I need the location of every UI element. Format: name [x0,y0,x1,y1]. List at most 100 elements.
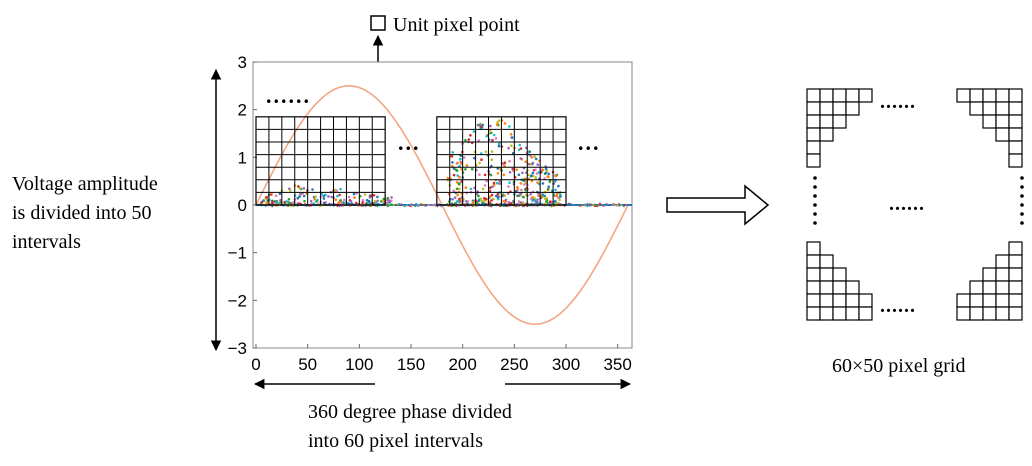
pixel-cell [806,88,821,103]
discharge-point [279,201,282,204]
discharge-point [491,185,494,189]
discharge-point [488,201,492,204]
discharge-point [463,156,466,159]
ellipsis-dot [813,194,817,198]
discharge-point [480,199,484,203]
discharge-point [489,195,492,198]
discharge-point [544,197,547,201]
discharge-point [546,187,550,191]
plot-ellipsis-top: ...... [266,83,311,108]
discharge-point [483,184,487,187]
pixel-cell [995,280,1010,295]
discharge-point [510,136,514,139]
discharge-point [529,162,532,166]
discharge-point [387,199,391,202]
discharge-point [492,181,496,185]
discharge-point [285,200,289,203]
pixel-cell [995,306,1010,321]
baseline-point [406,204,409,206]
pixel-cell [845,280,860,295]
discharge-point [313,198,316,201]
baseline-point [594,205,597,207]
discharge-point [302,194,306,198]
discharge-point [283,200,287,204]
plot-ellipsis-middle: ... [398,130,421,155]
discharge-point [488,189,492,193]
discharge-point [376,199,379,203]
discharge-point [544,167,548,171]
pixel-grid-overlays [255,116,567,206]
pixel-cell [858,88,873,103]
discharge-point [339,199,342,202]
discharge-point [288,189,292,192]
pixel-cell [806,114,821,129]
discharge-point [483,197,486,200]
discharge-point [327,195,330,198]
discharge-point [365,198,369,202]
baseline-point [598,203,601,206]
discharge-point [457,187,461,191]
pixel-cell [819,114,834,129]
ellipsis-dot [813,212,817,216]
discharge-point [490,164,493,168]
baseline-point [416,203,419,206]
pixel-cell [982,101,997,116]
discharge-point [529,154,532,158]
discharge-point [339,187,342,191]
discharge-point [289,201,293,205]
discharge-point [464,138,467,142]
pixel-cell [956,293,971,308]
discharge-point [465,164,469,167]
discharge-point [494,137,498,140]
discharge-point [322,194,326,198]
baseline-point [586,205,589,208]
discharge-point [528,150,531,153]
pixel-cell [819,88,834,103]
discharge-point [541,168,545,172]
pixel-cell [819,293,834,308]
corner-pixel-grid [956,241,1023,321]
baseline-point [623,205,625,208]
baseline-point [428,204,431,206]
discharge-point [517,148,521,152]
baseline-point [396,203,399,206]
voltage-label-line1: Voltage amplitude [12,173,158,195]
discharge-point [469,134,472,137]
discharge-point [454,168,458,171]
x-tick-label: 300 [552,355,580,374]
discharge-point [503,161,507,165]
pixel-cell [845,88,860,103]
pixel-grid-diagram [806,88,1023,321]
discharge-point [452,173,456,177]
pixel-cell [1008,306,1023,321]
discharge-point [464,168,467,171]
discharge-point [458,164,461,168]
discharge-point [353,196,356,199]
y-tick-label: 1 [238,148,247,167]
discharge-point [453,196,457,199]
discharge-point [503,164,506,167]
discharge-point [496,167,500,170]
discharge-point [481,123,485,127]
pixel-cell [806,280,821,295]
baseline-point [618,205,621,207]
baseline-point [410,205,413,208]
discharge-point [460,162,463,165]
baseline-point [435,205,437,208]
discharge-point [517,173,521,177]
discharge-point [347,195,351,199]
discharge-point [534,168,537,171]
discharge-point [315,200,318,203]
ellipsis-dot [1020,212,1024,216]
discharge-point [456,174,460,177]
discharge-point [374,202,378,205]
baseline-point [403,204,405,207]
discharge-point [479,197,483,201]
pixel-cell [832,267,847,282]
discharge-point [287,201,291,204]
pixel-cell [956,306,971,321]
baseline-point [290,205,293,208]
discharge-point [278,192,282,196]
